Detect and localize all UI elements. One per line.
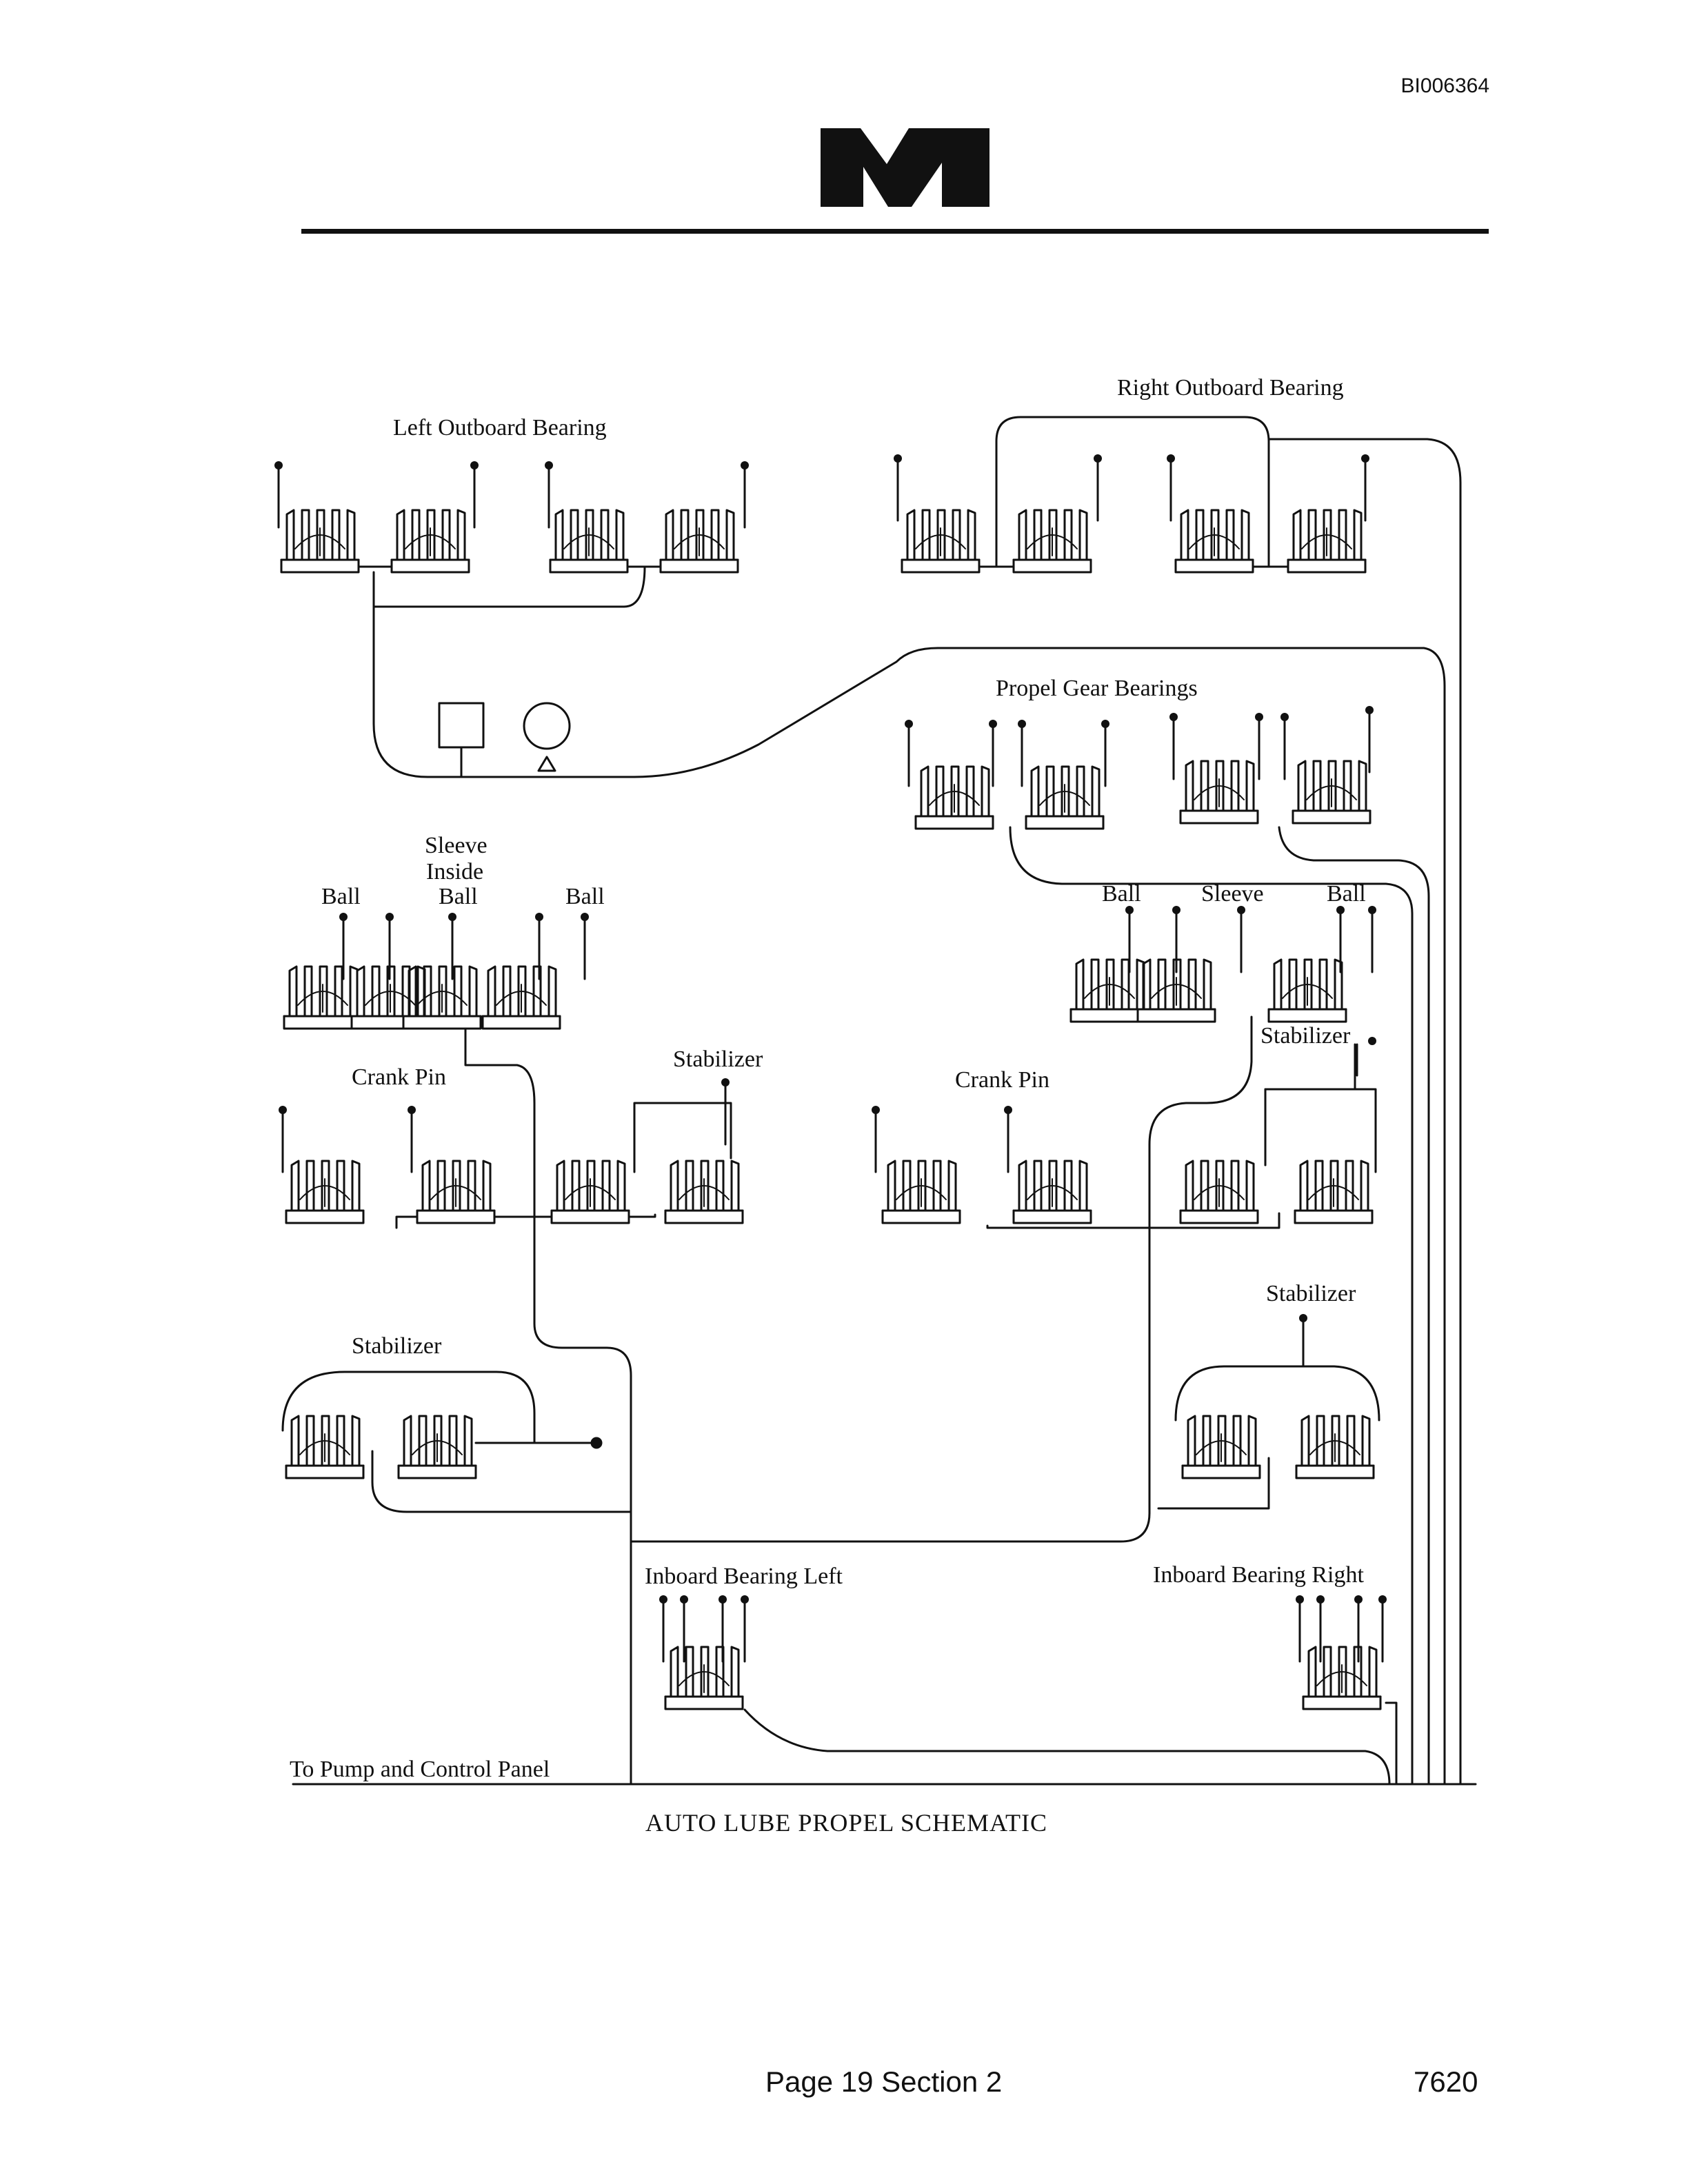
company-logo: [821, 128, 989, 207]
label-inboard-bearing-right: Inboard Bearing Right: [1153, 1562, 1364, 1588]
label-stabilizer-right-lower: Stabilizer: [1266, 1281, 1356, 1306]
crank-stabilizer-dividers: [277, 1037, 1377, 1224]
right-outboard-dividers: [892, 453, 1371, 574]
document-number: 7620: [1414, 2065, 1478, 2098]
page-number: Page 19 Section 2: [765, 2065, 1003, 2098]
label-ball-right: Ball: [565, 884, 605, 909]
label-ball-left: Ball: [321, 884, 361, 909]
label-stabilizer-right-upper: Stabilizer: [1260, 1023, 1351, 1049]
inboard-dividers: [658, 1594, 1388, 1710]
label-crank-pin-left: Crank Pin: [352, 1064, 446, 1090]
left-sleeve-ball-dividers: [283, 911, 590, 1030]
label-crank-pin-right: Crank Pin: [955, 1067, 1049, 1093]
right-sleeve-ball-dividers: [1069, 904, 1378, 1023]
label-inside: Inside: [426, 859, 484, 884]
left-outboard-dividers: [273, 460, 750, 574]
header-rule: [301, 229, 1489, 234]
label-ball-inside: Ball: [439, 884, 478, 909]
label-left-outboard-bearing: Left Outboard Bearing: [393, 415, 607, 441]
label-right-sleeve: Sleeve: [1201, 881, 1264, 907]
label-sleeve: Sleeve: [425, 833, 488, 858]
propel-gear-dividers: [903, 705, 1375, 830]
label-right-ball-left: Ball: [1102, 881, 1141, 907]
document-id: BI006364: [1400, 74, 1489, 97]
stabilizer-dividers: [285, 1314, 1375, 1479]
label-propel-gear-bearings: Propel Gear Bearings: [996, 676, 1198, 701]
label-right-outboard-bearing: Right Outboard Bearing: [1117, 375, 1344, 401]
label-inboard-bearing-left: Inboard Bearing Left: [645, 1564, 843, 1589]
label-stabilizer-left-lower: Stabilizer: [352, 1333, 442, 1359]
label-stabilizer-mid-left: Stabilizer: [673, 1046, 763, 1072]
pump-symbols: [438, 702, 571, 778]
label-right-ball-right: Ball: [1327, 881, 1366, 907]
diagram-caption: AUTO LUBE PROPEL SCHEMATIC: [645, 1809, 1048, 1837]
label-pump-control-panel: To Pump and Control Panel: [290, 1757, 550, 1782]
